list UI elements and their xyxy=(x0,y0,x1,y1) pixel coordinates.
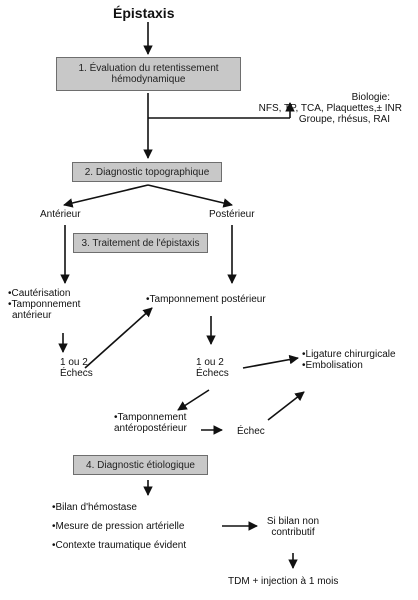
posterior-label: Postérieur xyxy=(209,209,255,220)
anterior-packing-item: •Tamponnement xyxy=(8,299,81,310)
noncontributive-block: Si bilan non contributif xyxy=(258,516,328,538)
cauterisation-item: •Cautérisation xyxy=(8,288,71,299)
anteroposterior-packing: •Tamponnement antéropostérieur xyxy=(114,412,187,434)
biology-heading: Biologie: xyxy=(351,92,390,103)
blood-pressure-item: •Mesure de pression artérielle xyxy=(52,521,185,532)
posterior-failure-label: Échecs xyxy=(196,368,229,379)
step-1-box: 1. Évaluation du retentissement hémodyna… xyxy=(56,57,241,91)
biology-block: Biologie: NFS, TP, TCA, Plaquettes,± INR… xyxy=(228,92,402,125)
step-2-label: 2. Diagnostic topographique xyxy=(84,166,210,178)
anteroposterior-packing-line1: •Tamponnement xyxy=(114,412,187,423)
biology-group: Groupe, rhésus, RAI xyxy=(298,114,390,125)
anterior-failure-count: 1 ou 2 xyxy=(60,357,88,368)
arrow-fail-to-surgery xyxy=(242,354,299,369)
step-3-label: 3. Traitement de l'épistaxis xyxy=(81,237,200,249)
arrow-failure-to-surgery xyxy=(267,391,305,421)
posterior-failure-count: 1 ou 2 xyxy=(196,357,224,368)
posterior-failure: 1 ou 2 Échecs xyxy=(196,357,229,379)
anterior-failure: 1 ou 2 Échecs xyxy=(60,357,93,379)
arrow-fail-to-posterior xyxy=(84,307,153,369)
anterior-packing-item-cont: antérieur xyxy=(12,310,52,321)
step-2-box: 2. Diagnostic topographique xyxy=(72,162,222,182)
ct-followup-label: TDM + injection à 1 mois xyxy=(228,576,339,587)
final-failure-label: Échec xyxy=(237,426,265,437)
anterior-failure-label: Échecs xyxy=(60,368,93,379)
trauma-context-item: •Contexte traumatique évident xyxy=(52,540,187,551)
surgical-ligation-item: •Ligature chirurgicale xyxy=(302,349,396,360)
step-1-label: 1. Évaluation du retentissement hémodyna… xyxy=(78,63,219,85)
embolisation-item: •Embolisation xyxy=(302,360,363,371)
step-3-box: 3. Traitement de l'épistaxis xyxy=(73,233,208,253)
arrow-s2-to-anterior xyxy=(63,184,149,208)
arrow-fail-to-anteroposterior xyxy=(177,389,210,411)
biology-tests: NFS, TP, TCA, Plaquettes,± INR xyxy=(258,103,402,114)
step-4-box: 4. Diagnostic étiologique xyxy=(73,455,208,475)
step-4-label: 4. Diagnostic étiologique xyxy=(86,459,195,471)
noncontributive-line2: contributif xyxy=(271,527,315,538)
anterior-treatment: •Cautérisation •Tamponnement antérieur xyxy=(8,288,80,321)
posterior-packing-item: •Tamponnement postérieur xyxy=(146,294,266,305)
etiology-list: •Bilan d'hémostase •Mesure de pression a… xyxy=(52,502,186,551)
hemostasis-item: •Bilan d'hémostase xyxy=(52,502,137,513)
noncontributive-line1: Si bilan non xyxy=(266,516,320,527)
arrow-s2-to-posterior xyxy=(147,184,233,208)
anteroposterior-packing-line2: antéropostérieur xyxy=(114,423,187,434)
surgery-block: •Ligature chirurgicale •Embolisation xyxy=(302,349,396,371)
anterior-label: Antérieur xyxy=(40,209,81,220)
diagram-title: Épistaxis xyxy=(113,5,175,21)
